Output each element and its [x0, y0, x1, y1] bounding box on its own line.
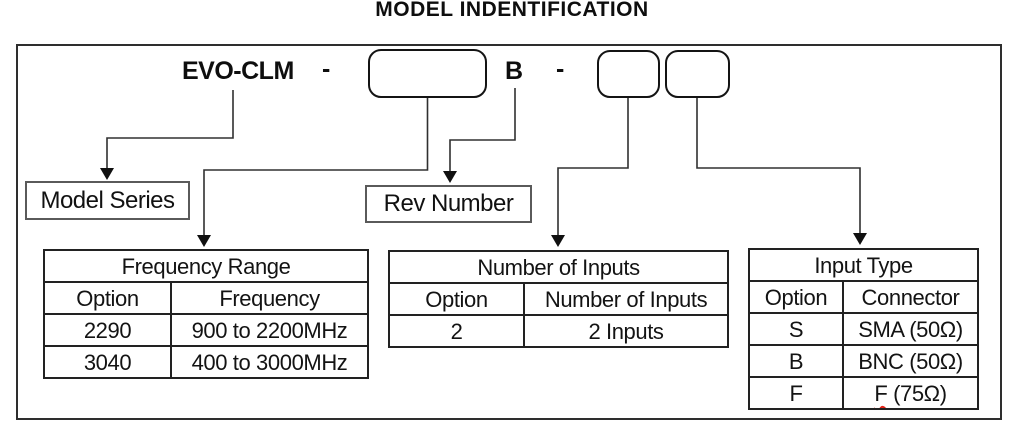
table-cell: 3040 [43, 345, 172, 379]
column-header: Connector [842, 280, 979, 314]
input-type-option-placeholder-box [665, 50, 730, 98]
table-cell: 400 to 3000MHz [169, 345, 370, 379]
table-cell: 2290 [43, 313, 172, 347]
column-header: Frequency [169, 281, 370, 315]
table-cell-text: (75Ω) [887, 380, 947, 406]
spellchecked-text: F [874, 380, 888, 406]
page-title: MODEL INDENTIFICATION [375, 0, 649, 21]
dash-separator-1: - [322, 55, 330, 83]
column-header: Option [43, 281, 172, 315]
table-cell: SMA (50Ω) [842, 312, 979, 346]
model-series-callout-label: Model Series [40, 186, 175, 214]
dash-separator-2: - [556, 55, 564, 83]
table-title: Number of Inputs [387, 250, 730, 284]
table-cell: 2 [388, 314, 525, 348]
table-cell: B [748, 344, 844, 378]
inputs-option-placeholder-box [597, 50, 660, 98]
table-cell: BNC (50Ω) [842, 344, 979, 378]
column-header: Option [748, 280, 844, 314]
table-cell: S [748, 312, 844, 346]
rev-letter-label: B [505, 57, 523, 85]
table-cell: F [748, 376, 844, 410]
diagram-border [16, 44, 1002, 420]
table-title: Input Type [748, 248, 979, 282]
rev-number-callout-label: Rev Number [383, 190, 514, 217]
rev-number-callout: Rev Number [365, 185, 532, 223]
column-header: Option [388, 282, 525, 316]
table-cell: 2 Inputs [522, 314, 730, 348]
frequency-option-placeholder-box [368, 49, 487, 98]
table-title: Frequency Range [42, 249, 370, 283]
model-series-callout: Model Series [25, 181, 190, 220]
table-cell: F (75Ω) [842, 376, 979, 410]
model-series-prefix-label: EVO-CLM [182, 57, 294, 85]
column-header: Number of Inputs [522, 282, 730, 316]
table-cell: 900 to 2200MHz [169, 313, 370, 347]
